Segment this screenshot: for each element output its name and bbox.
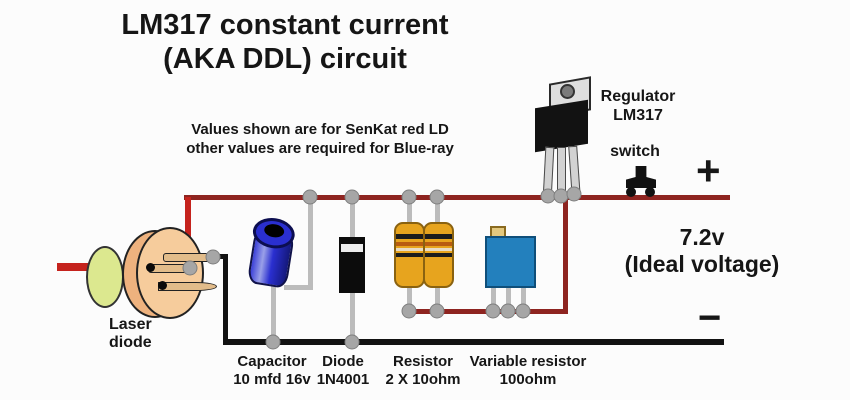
note-line2: other values are required for Blue-ray — [186, 140, 454, 157]
laser-diode-pin-bottom-hole — [158, 281, 167, 290]
switch-button — [626, 166, 656, 188]
resistor-band — [396, 248, 423, 251]
resistor-band — [425, 253, 452, 257]
variable-resistor-label: Variable resistor 100ohm — [458, 353, 598, 389]
junction-dot — [566, 186, 582, 202]
laser-diode-pin-middle-hole — [146, 263, 155, 272]
capacitor-label-line2: 10 mfd 16v — [233, 371, 311, 388]
minus-terminal-label: − — [698, 296, 722, 340]
capacitor-illustration — [245, 215, 297, 289]
junction-dot — [344, 334, 360, 350]
page-title: LM317 constant current (AKA DDL) circuit — [55, 8, 515, 76]
junction-dot — [515, 303, 531, 319]
diode-label: Diode 1N4001 — [308, 353, 378, 389]
voltage-line2: (Ideal voltage) — [624, 251, 780, 277]
title-line2: (AKA DDL) circuit — [163, 43, 407, 75]
diode-label-line1: Diode — [322, 353, 364, 370]
variable-resistor-label-line2: 100ohm — [499, 371, 557, 388]
resistor-label-line2: 2 X 10ohm — [385, 371, 461, 388]
junction-dot — [485, 303, 501, 319]
note-line1: Values shown are for SenKat red LD — [191, 121, 449, 138]
resistor-band — [396, 234, 423, 239]
resistor-label: Resistor 2 X 10ohm — [378, 353, 468, 389]
trimpot-leg-1 — [491, 281, 496, 312]
switch-label: switch — [610, 143, 660, 160]
diode-cathode-band — [341, 244, 363, 252]
voltage-line1: 7.2v — [679, 224, 725, 250]
plus-terminal-label: + — [696, 147, 721, 194]
regulator-label: Regulator LM317 — [588, 87, 688, 125]
laser-diode-label-line2: diode — [109, 334, 152, 351]
junction-dot — [205, 249, 221, 265]
wire-adjust-vertical — [563, 198, 568, 312]
wire-negative-rail — [223, 339, 724, 345]
resistor-label-line1: Resistor — [392, 353, 454, 370]
resistor-1 — [394, 222, 425, 288]
junction-dot — [182, 260, 198, 276]
regulator-label-line1: Regulator — [600, 88, 676, 105]
capacitor-positive-lead — [308, 198, 313, 290]
capacitor-label: Capacitor 10 mfd 16v — [222, 353, 322, 389]
capacitor-positive-lead-bend — [284, 285, 313, 290]
variable-resistor-label-line1: Variable resistor — [469, 353, 587, 370]
resistor-band — [396, 242, 423, 246]
junction-dot — [429, 303, 445, 319]
resistor-band — [396, 253, 423, 257]
switch-terminal-left — [626, 187, 636, 197]
resistor-band — [425, 234, 452, 239]
resistor-band — [425, 242, 452, 246]
wire-positive-rail — [184, 195, 730, 200]
junction-dot — [302, 189, 318, 205]
switch-terminal-right — [645, 187, 655, 197]
diode-label-line2: 1N4001 — [316, 371, 370, 388]
junction-dot — [401, 189, 417, 205]
capacitor-label-line1: Capacitor — [237, 353, 307, 370]
junction-dot — [401, 303, 417, 319]
junction-dot — [429, 189, 445, 205]
regulator-tab-hole — [560, 84, 575, 99]
resistor-2 — [423, 222, 454, 288]
capacitor-negative-lead — [271, 276, 276, 342]
regulator-body — [535, 99, 588, 153]
laser-diode-lens — [86, 246, 124, 308]
laser-beam — [57, 263, 97, 271]
voltage-label: 7.2v (Ideal voltage) — [617, 224, 787, 278]
wire-negative-vertical — [223, 254, 228, 342]
trimpot-leg-3 — [521, 281, 526, 312]
laser-diode-label-line1: Laser — [109, 316, 152, 333]
title-line1: LM317 constant current — [121, 9, 449, 41]
laser-diode-label: Laser diode — [109, 316, 152, 352]
resistor-band — [425, 248, 452, 251]
junction-dot — [344, 189, 360, 205]
trimpot-leg-2 — [506, 281, 511, 312]
junction-dot — [265, 334, 281, 350]
regulator-label-line2: LM317 — [613, 107, 663, 124]
trimpot-body — [485, 236, 536, 288]
junction-dot — [500, 303, 516, 319]
values-note: Values shown are for SenKat red LD other… — [140, 120, 500, 158]
